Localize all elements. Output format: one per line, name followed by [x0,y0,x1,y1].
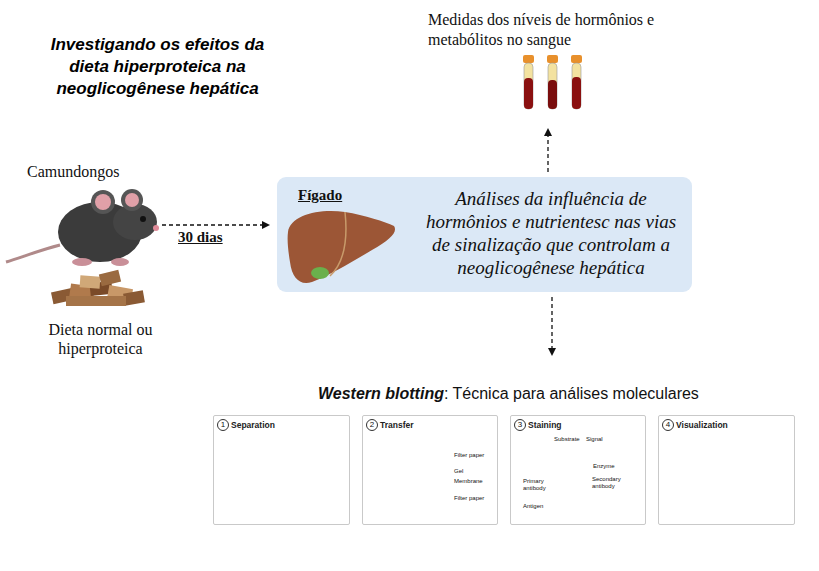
step-panel: 1Separation [213,415,350,525]
part-label: Primary antibody [523,478,559,492]
technique-description: : Técnica para análises moleculares [444,385,699,403]
dashed-arrow [162,224,268,225]
step-title: Separation [231,419,275,431]
step-number: 1 [217,419,229,431]
title: Investigando os efeitos da dieta hiperpr… [30,34,285,100]
dashed-arrow [547,130,548,172]
animal-label: Camundongos [27,163,119,181]
technique-name: Western blotting [318,385,444,403]
step-number: 4 [662,419,674,431]
liver-drawing [288,211,395,283]
part-label: Secondary antibody [592,476,640,490]
food-pellets [51,270,145,306]
part-label: Substrate [554,436,580,442]
part-label: Antigen [523,503,543,509]
layer-label: Filter paper [454,495,484,501]
diet-label: Dieta normal ou hiperproteica [33,320,168,358]
layer-label: Gel [454,468,463,474]
step-title: Visualization [676,419,728,431]
part-label: Signal [586,436,603,442]
blood-measure-label: Medidas dos níveis de hormônios e metabó… [428,10,690,50]
duration-label: 30 dias [178,229,223,246]
analysis-text: Análises da influência de hormônios e nu… [415,187,687,279]
step-title: Transfer [380,419,414,431]
step-number: 3 [514,419,526,431]
dashed-arrow [551,297,552,354]
step-title: Staining [528,419,562,431]
step-number: 2 [366,419,378,431]
blood-tubes [523,55,582,109]
step-panel: 2Transfer [362,415,498,525]
part-label: Enzyme [593,463,615,469]
layer-label: Filter paper [454,452,484,458]
liver-analysis-box: Fígado Análises da influência de hormônio… [277,177,692,292]
step-panel: 4Visualization [658,415,795,525]
layer-label: Membrane [454,478,483,484]
panel-ground [277,177,692,292]
organ-label: Fígado [298,187,342,204]
mouse-drawing [6,189,159,266]
